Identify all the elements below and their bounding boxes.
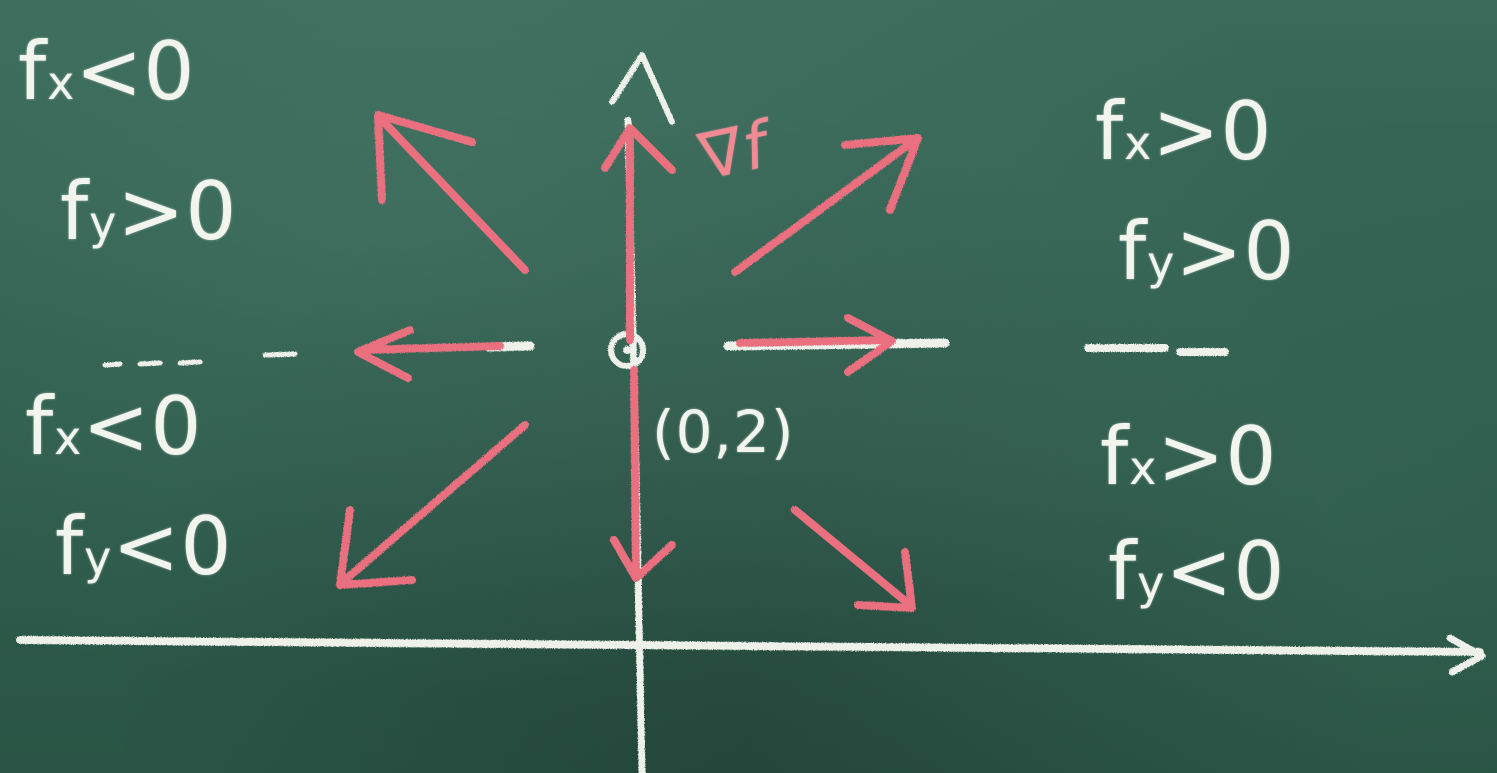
arrow-down-left	[341, 421, 529, 584]
arrow-down-head	[610, 536, 676, 582]
label-q3-fy: fy<0	[55, 500, 233, 593]
label-q2-fx: fx<0	[18, 25, 196, 118]
label-q1-fx: fx>0	[1095, 85, 1273, 178]
arrow-down-right-head	[854, 548, 916, 612]
critical-point-label: (0,2)	[652, 398, 795, 466]
arrow-up-left-head	[374, 111, 476, 204]
arrow-up-head	[601, 124, 676, 174]
arrow-up-right	[731, 136, 919, 276]
arrow-down	[630, 366, 640, 579]
level-line-far-right	[1084, 344, 1229, 356]
label-q1-fy: fy>0	[1118, 205, 1296, 298]
y-axis-arrowhead	[609, 52, 675, 125]
arrow-right	[736, 336, 894, 347]
x-axis	[16, 636, 1484, 656]
level-line-left-dashes	[102, 351, 298, 368]
label-q2-fy: fy>0	[60, 165, 238, 258]
label-q3-fx: fx<0	[25, 380, 203, 473]
arrow-up-left	[376, 114, 529, 274]
label-q4-fy: fy<0	[1108, 525, 1286, 618]
arrow-left-head	[354, 326, 414, 382]
arrow-down-right	[791, 506, 914, 609]
label-q4-fx: fx>0	[1100, 410, 1278, 503]
arrow-up-right-head	[841, 134, 922, 214]
arrow-right-head	[844, 314, 896, 376]
arrow-left	[358, 342, 504, 354]
x-axis-arrowhead	[1446, 634, 1486, 676]
arrow-down-left-head	[336, 506, 416, 589]
